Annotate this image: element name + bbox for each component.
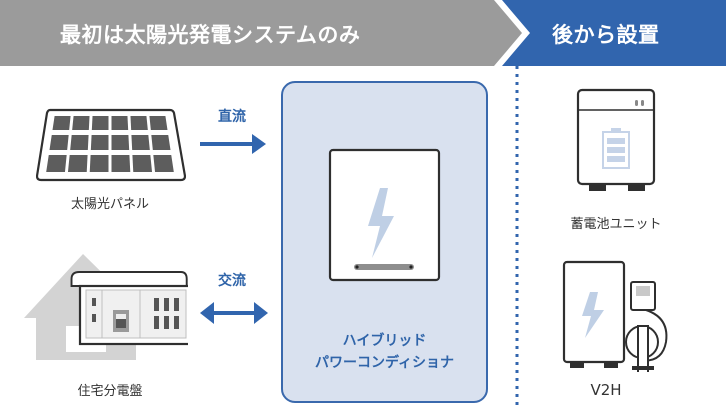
solar-cell [52, 116, 71, 130]
dotted-divider [515, 66, 519, 405]
solar-panel-icon [36, 108, 186, 182]
solar-cell [67, 155, 88, 172]
power-conditioner-label-line1: ハイブリッド [342, 333, 427, 349]
header-left-band [0, 0, 522, 66]
v2h-label: V2H [590, 381, 622, 399]
v2h-icon [562, 260, 668, 372]
solar-cell [111, 135, 130, 150]
solar-cell [91, 116, 109, 130]
solar-cell [90, 135, 109, 150]
dc-arrow-icon [200, 134, 266, 154]
power-conditioner-icon [328, 148, 441, 282]
solar-cell [89, 155, 109, 172]
battery-unit-label: 蓄電池ユニット [570, 217, 662, 232]
header-banner [0, 0, 726, 66]
ac-flow-label: 交流 [218, 273, 246, 289]
header-left-title: 最初は太陽光発電システムのみ [60, 23, 361, 47]
solar-panel-label: 太陽光パネル [70, 197, 149, 212]
solar-cell [111, 116, 129, 130]
solar-cell [153, 155, 174, 172]
solar-cell [49, 135, 69, 150]
power-conditioner-label-line2: パワーコンディショナ [314, 355, 455, 371]
solar-cell [151, 135, 171, 150]
header-right-title: 後から設置 [552, 23, 660, 47]
solar-cell [70, 135, 89, 150]
solar-cell [130, 116, 148, 130]
distribution-board-icon [24, 254, 188, 360]
battery-unit-icon [576, 88, 656, 191]
distribution-board-label: 住宅分電盤 [77, 384, 143, 399]
dc-flow-label: 直流 [218, 109, 246, 125]
battery-level-icon [602, 128, 630, 169]
solar-cell [46, 155, 67, 172]
solar-cell [111, 155, 131, 172]
solar-cell [131, 135, 150, 150]
ac-arrow-icon [200, 302, 268, 324]
header-right-band [502, 0, 726, 66]
lightning-icon [368, 188, 394, 258]
solar-cell [132, 155, 153, 172]
solar-cell [72, 116, 90, 130]
solar-cell [149, 116, 168, 130]
